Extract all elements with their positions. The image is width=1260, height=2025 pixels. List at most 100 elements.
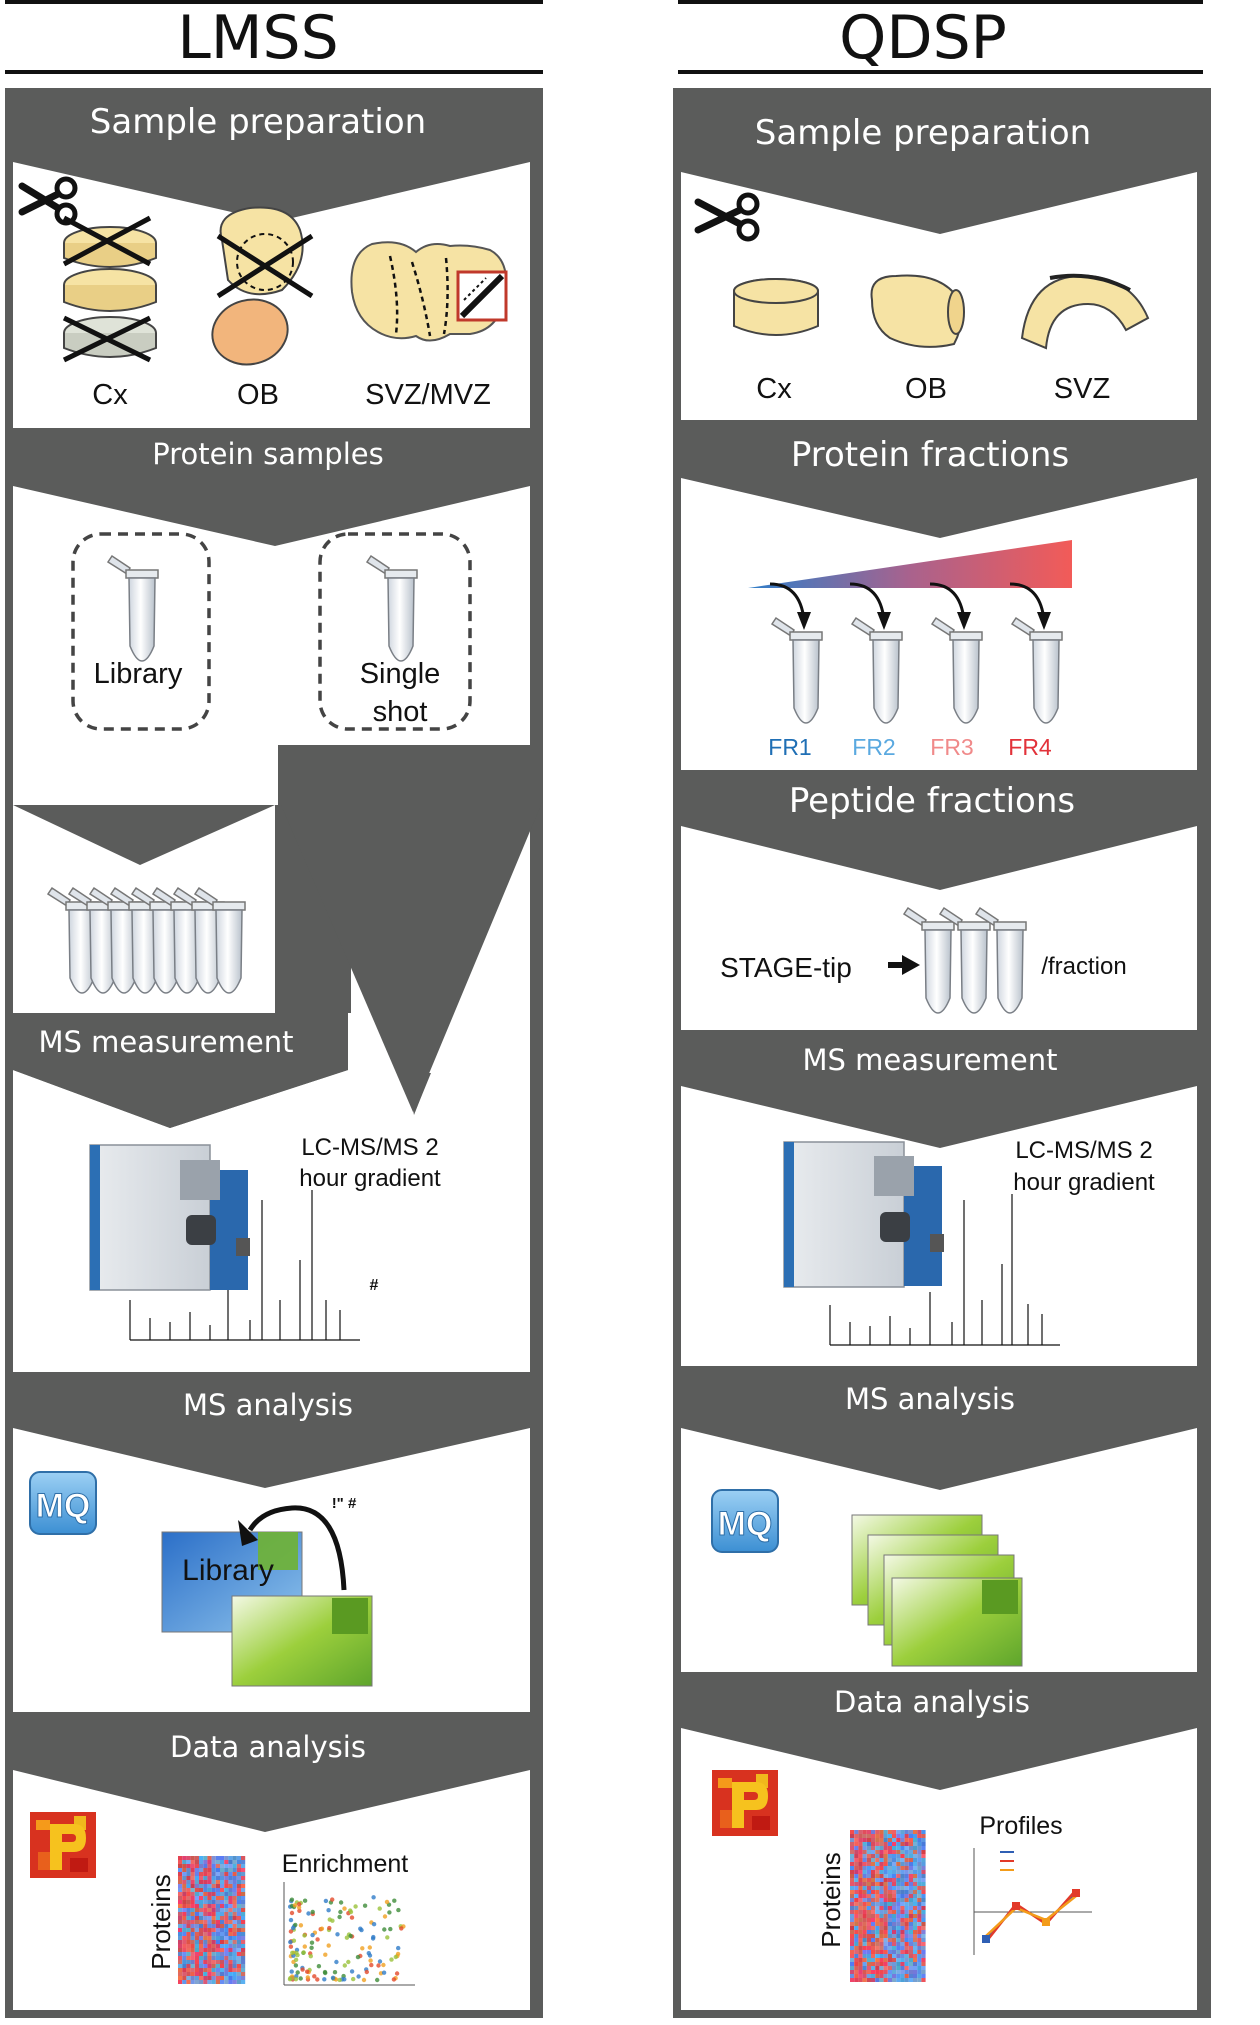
heatmap-cell: [194, 1880, 199, 1884]
heatmap-cell: [228, 1880, 233, 1884]
heatmap-cell: [871, 1882, 876, 1886]
heatmap-cell: [207, 1904, 212, 1908]
qdsp-data-analysis-label: Data analysis: [834, 1685, 1030, 1719]
heatmap-cell: [917, 1970, 922, 1974]
heatmap-cell: [215, 1928, 220, 1932]
scatter-point: [312, 1974, 317, 1979]
heatmap-cell: [896, 1938, 901, 1942]
heatmap-cell: [883, 1830, 888, 1834]
heatmap-cell: [887, 1862, 892, 1866]
heatmap-cell: [900, 1898, 905, 1902]
heatmap-cell: [182, 1908, 187, 1912]
heatmap-cell: [875, 1878, 880, 1882]
heatmap-cell: [211, 1920, 216, 1924]
heatmap-cell: [854, 1866, 859, 1870]
single-shot-label-line1: Single: [360, 658, 441, 690]
heatmap-cell: [921, 1858, 926, 1862]
heatmap-cell: [921, 1938, 926, 1942]
scatter-point: [361, 1977, 367, 1983]
heatmap-cell: [215, 1944, 220, 1948]
heatmap-cell: [186, 1892, 191, 1896]
lmss-sample-preparation-label: Sample preparation: [90, 102, 426, 142]
heatmap-cell: [190, 1956, 195, 1960]
scatter-point: [330, 1897, 335, 1902]
heatmap-cell: [896, 1886, 901, 1890]
heatmap-cell: [866, 1838, 871, 1842]
heatmap-cell: [875, 1970, 880, 1974]
heatmap-cell: [862, 1950, 867, 1954]
heatmap-cell: [871, 1934, 876, 1938]
heatmap-cell: [190, 1948, 195, 1952]
heatmap-cell: [858, 1894, 863, 1898]
scatter-point: [348, 1909, 354, 1915]
heatmap-cell: [862, 1926, 867, 1930]
heatmap-cell: [883, 1962, 888, 1966]
heatmap-cell: [186, 1944, 191, 1948]
heatmap-cell: [854, 1962, 859, 1966]
heatmap-cell: [199, 1904, 204, 1908]
qdsp-mq-logo-text: MQ: [718, 1505, 773, 1543]
heatmap-cell: [866, 1854, 871, 1858]
heatmap-cell: [194, 1964, 199, 1968]
heatmap-cell: [228, 1900, 233, 1904]
heatmap-cell: [211, 1948, 216, 1952]
heatmap-cell: [236, 1916, 241, 1920]
heatmap-cell: [215, 1892, 220, 1896]
fraction-label-fr1: FR1: [768, 734, 811, 760]
scatter-point: [302, 1944, 307, 1949]
heatmap-cell: [858, 1898, 863, 1902]
heatmap-cell: [908, 1906, 913, 1910]
heatmap-cell: [228, 1932, 233, 1936]
heatmap-cell: [220, 1952, 225, 1956]
heatmap-cell: [182, 1956, 187, 1960]
heatmap-cell: [211, 1876, 216, 1880]
heatmap-cell: [908, 1842, 913, 1846]
heatmap-cell: [862, 1946, 867, 1950]
heatmap-cell: [228, 1924, 233, 1928]
heatmap-cell: [228, 1976, 233, 1980]
heatmap-cell: [875, 1898, 880, 1902]
heatmap-cell: [913, 1914, 918, 1918]
heatmap-cell: [190, 1924, 195, 1928]
heatmap-cell: [904, 1846, 909, 1850]
heatmap-cell: [194, 1976, 199, 1980]
heatmap-cell: [186, 1876, 191, 1880]
heatmap-cell: [913, 1874, 918, 1878]
heatmap-cell: [211, 1868, 216, 1872]
heatmap-cell: [232, 1896, 237, 1900]
heatmap-cell: [858, 1946, 863, 1950]
heatmap-cell: [224, 1884, 229, 1888]
heatmap-cell: [858, 1854, 863, 1858]
heatmap-cell: [182, 1924, 187, 1928]
heatmap-cell: [858, 1902, 863, 1906]
heatmap-cell: [220, 1860, 225, 1864]
heatmap-cell: [224, 1860, 229, 1864]
heatmap-cell: [203, 1920, 208, 1924]
scatter-point: [368, 1958, 373, 1963]
heatmap-cell: [199, 1920, 204, 1924]
heatmap-cell: [858, 1882, 863, 1886]
heatmap-cell: [892, 1978, 897, 1982]
heatmap-cell: [854, 1854, 859, 1858]
heatmap-cell: [908, 1970, 913, 1974]
heatmap-cell: [207, 1968, 212, 1972]
heatmap-cell: [871, 1946, 876, 1950]
scatter-point: [327, 1925, 332, 1931]
heatmap-cell: [178, 1896, 183, 1900]
heatmap-cell: [203, 1936, 208, 1940]
qdsp-tissue-label-cx: Cx: [756, 373, 792, 405]
heatmap-cell: [199, 1872, 204, 1876]
heatmap-cell: [900, 1954, 905, 1958]
heatmap-cell: [186, 1920, 191, 1924]
heatmap-cell: [875, 1930, 880, 1934]
scatter-point: [305, 1975, 310, 1980]
heatmap-cell: [850, 1902, 855, 1906]
heatmap-cell: [913, 1958, 918, 1962]
heatmap-cell: [241, 1860, 246, 1864]
heatmap-cell: [207, 1900, 212, 1904]
heatmap-cell: [862, 1910, 867, 1914]
scatter-point: [337, 1977, 342, 1983]
heatmap-cell: [854, 1906, 859, 1910]
heatmap-cell: [232, 1892, 237, 1896]
heatmap-cell: [917, 1934, 922, 1938]
